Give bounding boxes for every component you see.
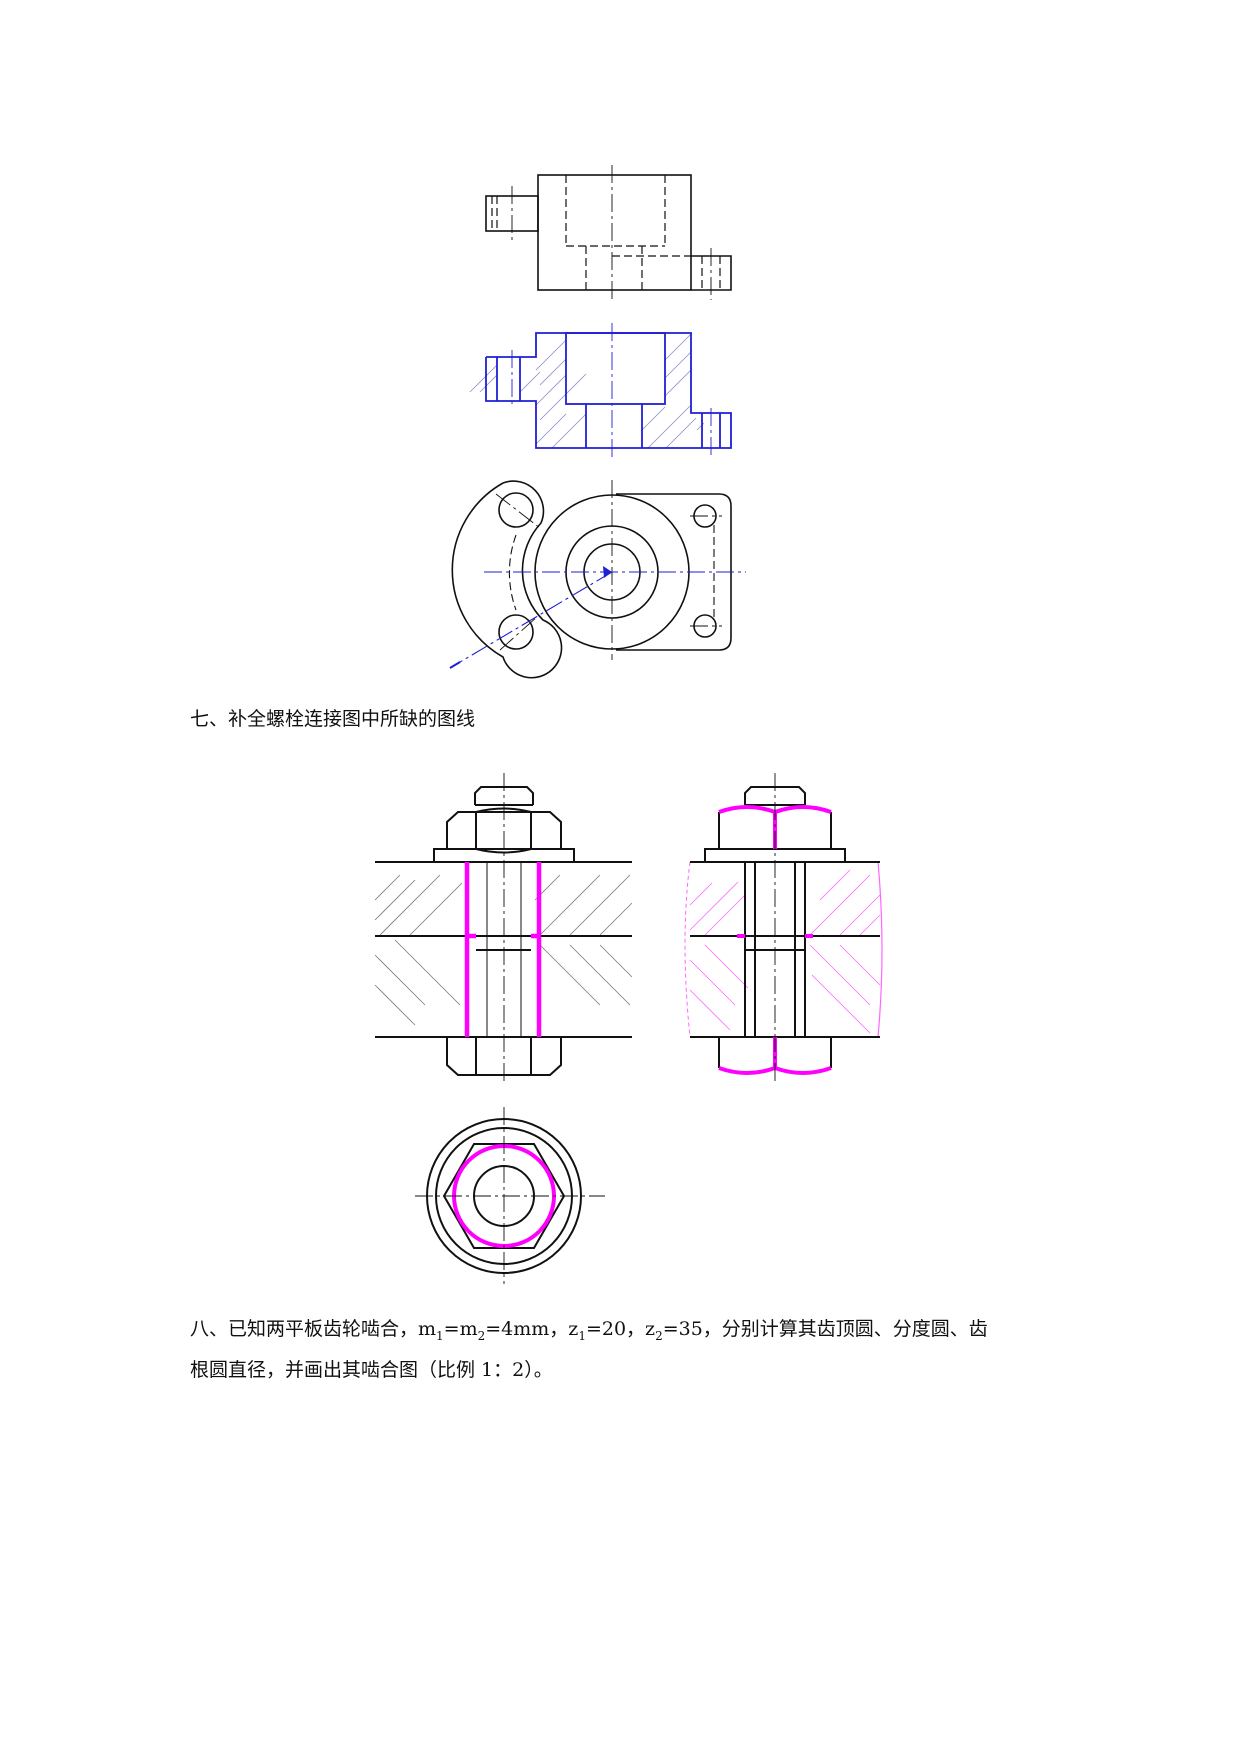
q8-eq1: =m <box>443 1318 478 1340</box>
z2-subscript: 2 <box>655 1328 663 1343</box>
bolt-connection-left <box>374 773 633 1085</box>
bolt-connection-right <box>684 773 883 1085</box>
q8-m-value: =4mm，z <box>485 1318 579 1340</box>
z1-subscript: 1 <box>578 1328 586 1343</box>
q8-z2-value: =35，分别计算其齿顶圆、分度圆、齿 <box>662 1318 988 1340</box>
q8-prefix: 八、已知两平板齿轮啮合，m <box>190 1318 437 1340</box>
bolt-top-view <box>415 1107 605 1284</box>
given-front-view <box>485 165 732 302</box>
m1-subscript: 1 <box>436 1328 444 1343</box>
question-8-text: 八、已知两平板齿轮啮合，m1=m2=4mm，z1=20，z2=35，分别计算其齿… <box>190 1312 1070 1387</box>
q8-z1-value: =20，z <box>585 1318 656 1340</box>
q8-line2: 根圆直径，并画出其啮合图（比例 1：2）。 <box>190 1358 553 1381</box>
question-7-text: 七、补全螺栓连接图中所缺的图线 <box>190 708 476 730</box>
m2-subscript: 2 <box>477 1328 486 1343</box>
section-view <box>469 323 732 458</box>
plan-view <box>449 480 746 679</box>
